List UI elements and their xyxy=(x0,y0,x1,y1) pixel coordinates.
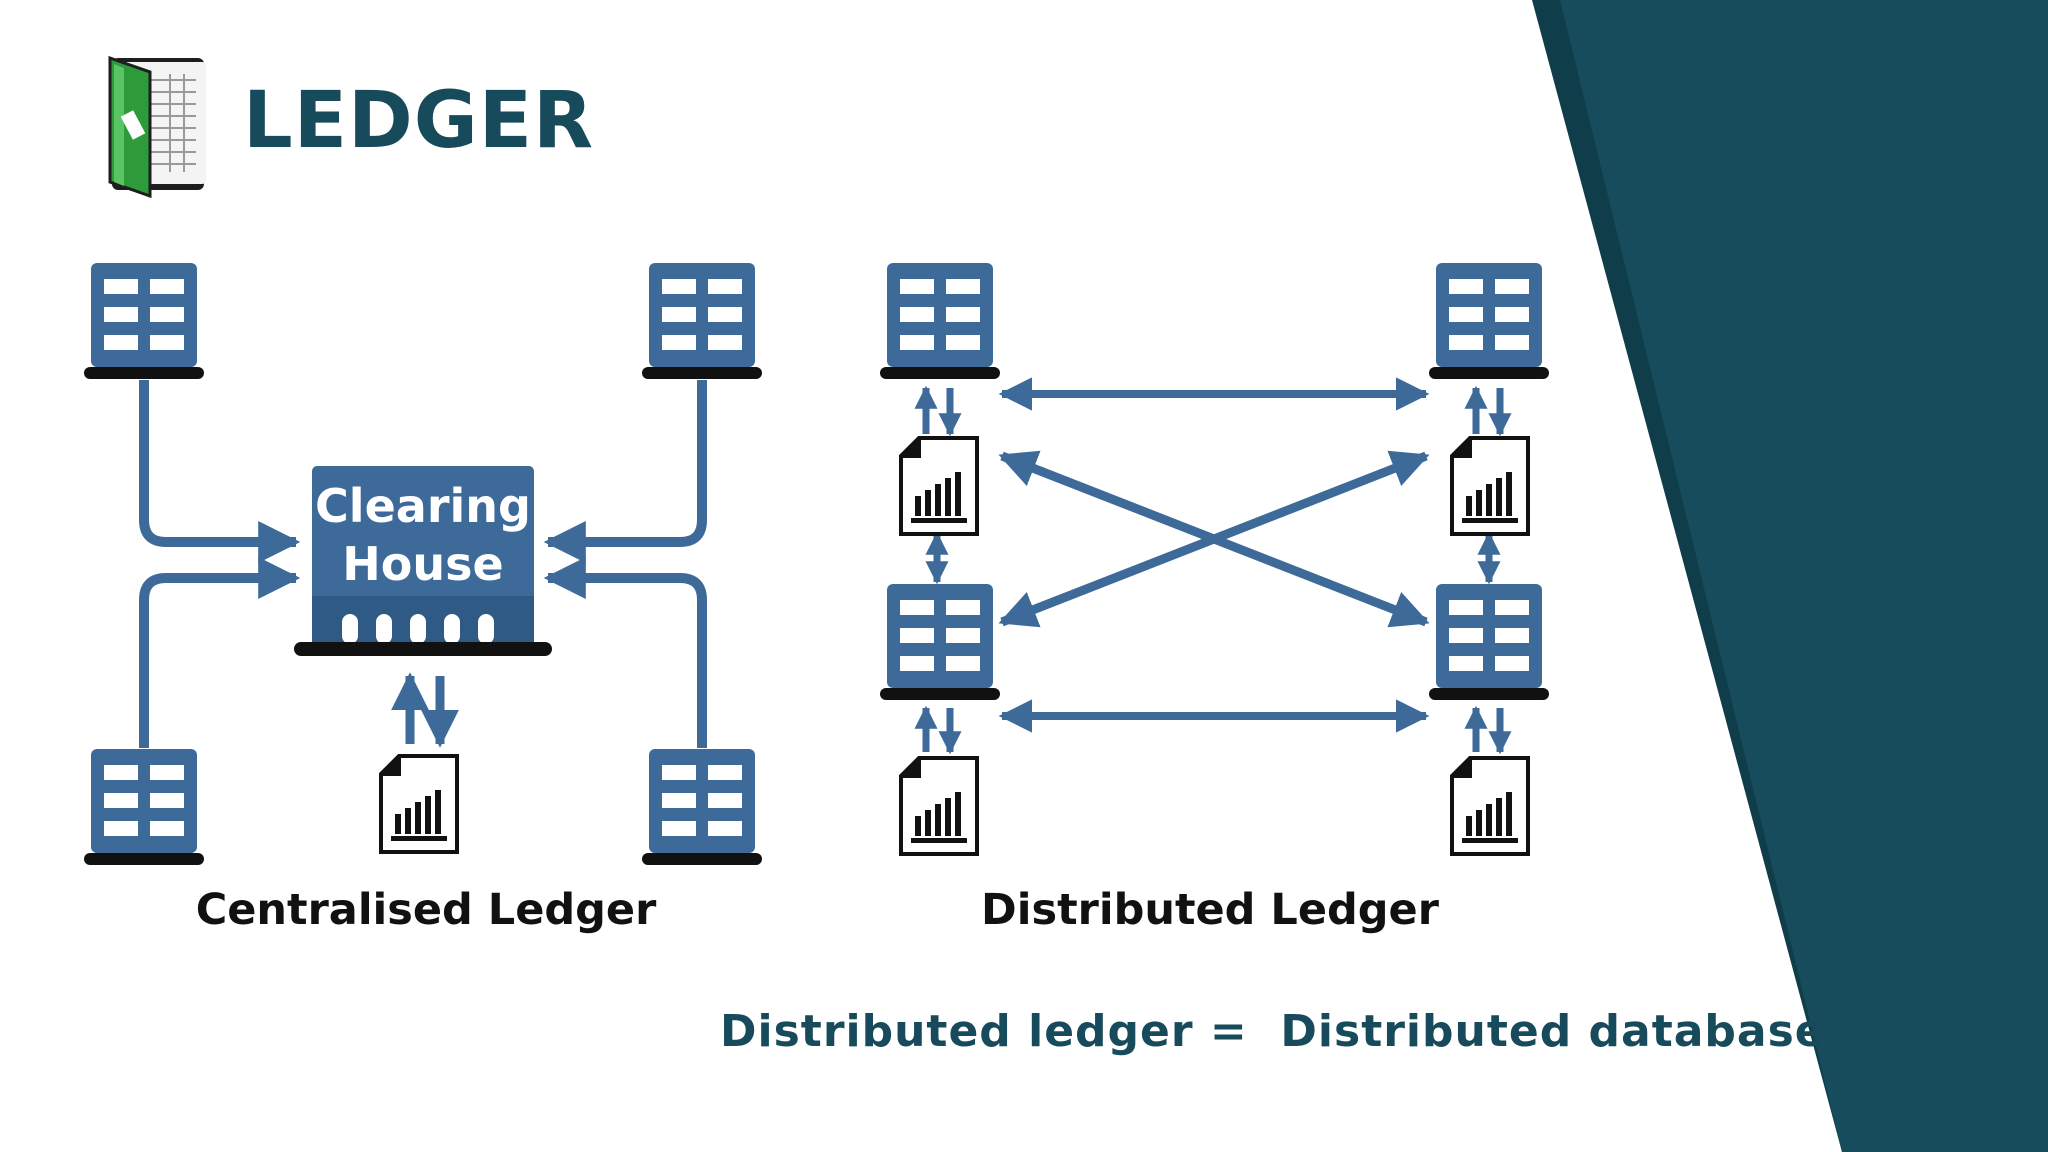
connector-bottom-left xyxy=(139,557,301,748)
document-chart-icon xyxy=(899,756,979,856)
server-icon xyxy=(84,749,204,865)
document-chart-icon xyxy=(379,754,459,854)
connector-bottom-right xyxy=(543,557,707,748)
server-icon xyxy=(642,263,762,379)
slide-title: LEDGER xyxy=(243,76,594,166)
connector-top-right xyxy=(543,380,707,563)
server-icon xyxy=(880,263,1000,379)
document-chart-icon xyxy=(1450,756,1530,856)
document-chart-icon xyxy=(1450,436,1530,536)
connector-top-left xyxy=(139,380,301,563)
server-icon xyxy=(642,749,762,865)
server-icon xyxy=(880,584,1000,700)
distributed-ledger-diagram: Distributed Ledger xyxy=(880,263,1549,935)
document-chart-icon xyxy=(899,436,979,536)
teal-panel xyxy=(1560,0,2048,1152)
caption-distributed: Distributed Ledger xyxy=(981,885,1440,935)
centralised-ledger-diagram: Clearing House Centralised Ledger xyxy=(84,263,762,935)
clearing-house-label-line1: Clearing xyxy=(315,479,531,533)
server-icon xyxy=(84,263,204,379)
equation-text: Distributed ledger = Distributed databas… xyxy=(720,1006,1826,1057)
server-icon xyxy=(1429,584,1549,700)
link-diagonal-up xyxy=(998,450,1430,628)
caption-centralised: Centralised Ledger xyxy=(196,885,657,935)
ledger-book-icon xyxy=(108,55,206,199)
server-icon xyxy=(1429,263,1549,379)
clearing-house-label-line2: House xyxy=(342,537,503,591)
clearing-house: Clearing House xyxy=(294,466,552,656)
